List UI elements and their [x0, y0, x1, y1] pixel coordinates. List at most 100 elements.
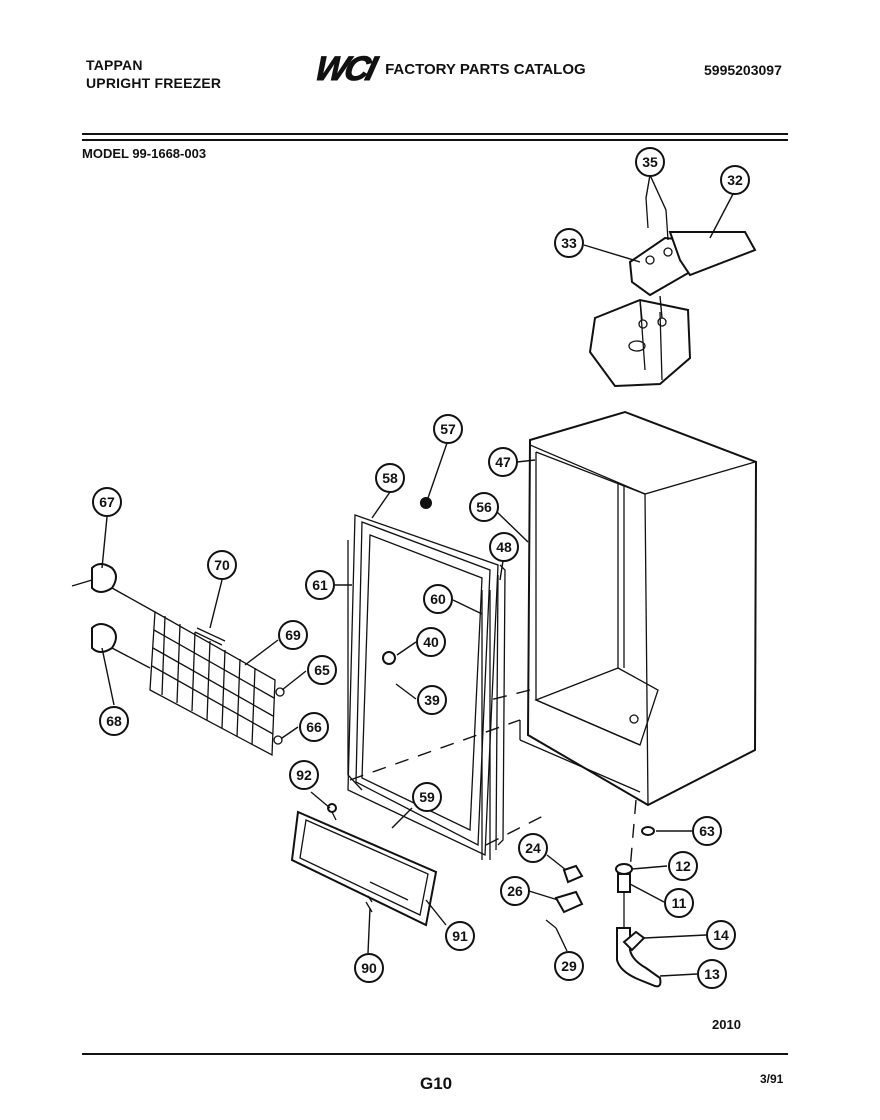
- callout-number: 13: [704, 966, 720, 982]
- callout-circle: [469, 492, 499, 522]
- callout-number: 69: [285, 627, 301, 643]
- part-callout-60: 60: [423, 584, 453, 614]
- callout-number: 11: [672, 895, 687, 911]
- callout-circle: [518, 833, 548, 863]
- callout-number: 48: [496, 539, 512, 555]
- top-hinge-drawing: [588, 197, 757, 388]
- part-callout-67: 67: [92, 487, 122, 517]
- part-callout-33: 33: [554, 228, 584, 258]
- callout-circle: [412, 782, 442, 812]
- callout-circle: [354, 953, 384, 983]
- callout-number: 59: [419, 789, 435, 805]
- callout-number: 47: [495, 454, 511, 470]
- part-callout-69: 69: [278, 620, 308, 650]
- callout-number: 35: [642, 154, 658, 170]
- catalog-title: FACTORY PARTS CATALOG: [385, 60, 586, 78]
- callout-circle: [207, 550, 237, 580]
- header-rule-top: [82, 133, 788, 135]
- part-callout-66: 66: [299, 712, 329, 742]
- callouts: 35 32 33 57 47 58 56 48 67 70 61 60 40 69 65 39 68 66 92 59…: [92, 147, 750, 989]
- document-number: 5995203097: [704, 62, 782, 78]
- callout-circle: [489, 532, 519, 562]
- kick-plate-drawing: [290, 810, 438, 927]
- part-callout-63: 63: [692, 816, 722, 846]
- part-callout-70: 70: [207, 550, 237, 580]
- callout-number: 67: [99, 494, 115, 510]
- callout-circle: [289, 760, 319, 790]
- callout-circle: [488, 447, 518, 477]
- callout-circle: [692, 816, 722, 846]
- part-callout-90: 90: [354, 953, 384, 983]
- callout-circle: [554, 228, 584, 258]
- brand-block: TAPPAN UPRIGHT FREEZER: [86, 56, 221, 92]
- leader-lines: [101, 174, 734, 977]
- callout-number: 92: [296, 767, 312, 783]
- part-callout-68: 68: [99, 706, 129, 736]
- callout-circle: [664, 888, 694, 918]
- callout-number: 63: [699, 823, 715, 839]
- callout-number: 66: [306, 719, 322, 735]
- callout-circle: [720, 165, 750, 195]
- callout-circle: [668, 851, 698, 881]
- callout-number: 24: [525, 840, 541, 856]
- part-callout-91: 91: [445, 921, 475, 951]
- callout-circle: [445, 921, 475, 951]
- callout-circle: [417, 685, 447, 715]
- callout-circle: [92, 487, 122, 517]
- model-number: MODEL 99-1668-003: [82, 146, 207, 161]
- callout-circle: [305, 570, 335, 600]
- callout-number: 57: [440, 421, 456, 437]
- part-callout-13: 13: [697, 959, 727, 989]
- callout-circle: [706, 920, 736, 950]
- callout-circle: [554, 951, 584, 981]
- callout-circle: [697, 959, 727, 989]
- part-callout-40: 40: [416, 627, 446, 657]
- callout-number: 91: [452, 928, 468, 944]
- callout-number: 32: [727, 172, 743, 188]
- part-callout-14: 14: [706, 920, 736, 950]
- callout-circle: [635, 147, 665, 177]
- part-callout-57: 57: [433, 414, 463, 444]
- part-callout-59: 59: [412, 782, 442, 812]
- callout-circle: [278, 620, 308, 650]
- part-callout-58: 58: [375, 463, 405, 493]
- footer-rule: [82, 1053, 788, 1055]
- catalog-heading: WCI FACTORY PARTS CATALOG: [311, 50, 586, 89]
- callout-circle: [299, 712, 329, 742]
- part-callout-65: 65: [307, 655, 337, 685]
- callout-number: 65: [314, 662, 330, 678]
- grille-drawing: [71, 563, 285, 757]
- diagram-code: 2010: [712, 1017, 741, 1032]
- product-name: UPRIGHT FREEZER: [86, 75, 222, 91]
- part-callout-32: 32: [720, 165, 750, 195]
- callout-circle: [99, 706, 129, 736]
- leveling-parts-drawing: [329, 807, 662, 988]
- part-callout-39: 39: [417, 685, 447, 715]
- part-callout-29: 29: [554, 951, 584, 981]
- part-callout-12: 12: [668, 851, 698, 881]
- part-callout-56: 56: [469, 492, 499, 522]
- alignment-lines: [349, 689, 637, 871]
- callout-number: 33: [561, 235, 577, 251]
- callout-circle: [375, 463, 405, 493]
- header-rule-bottom: [82, 139, 788, 141]
- page-code: G10: [420, 1074, 453, 1093]
- callout-circle: [500, 876, 530, 906]
- part-callout-11: 11: [664, 888, 694, 918]
- callout-number: 58: [382, 470, 398, 486]
- callout-circle: [416, 627, 446, 657]
- callout-number: 26: [507, 883, 523, 899]
- part-callout-47: 47: [488, 447, 518, 477]
- callout-number: 40: [423, 634, 439, 650]
- part-callout-92: 92: [289, 760, 319, 790]
- callout-number: 61: [312, 577, 328, 593]
- brand-name: TAPPAN: [86, 57, 143, 73]
- part-callout-35: 35: [635, 147, 665, 177]
- part-callout-24: 24: [518, 833, 548, 863]
- callout-number: 12: [675, 858, 691, 874]
- callout-circle: [433, 414, 463, 444]
- callout-number: 60: [430, 591, 446, 607]
- callout-circle: [423, 584, 453, 614]
- callout-number: 14: [713, 927, 729, 943]
- callout-number: 29: [561, 958, 577, 974]
